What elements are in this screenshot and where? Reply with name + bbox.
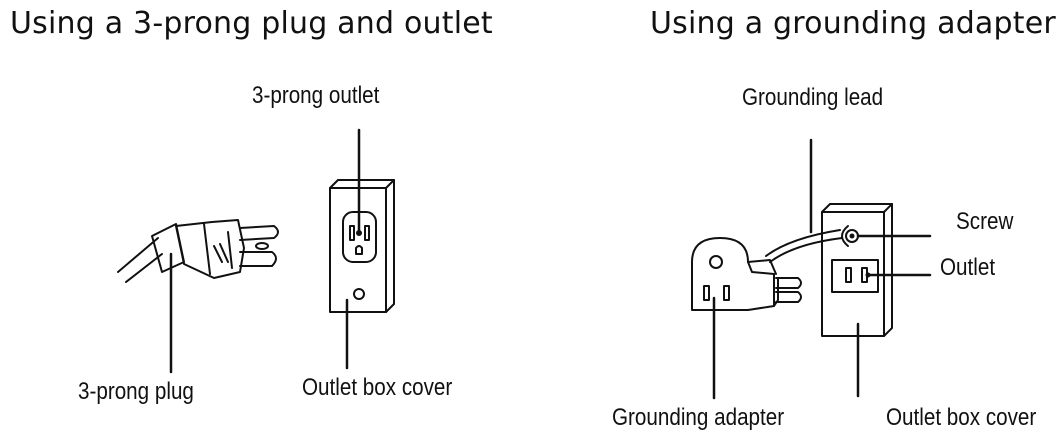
label-outlet: Outlet — [940, 254, 996, 281]
leader-dot-outlet-right — [865, 272, 871, 278]
right-outlet-box-cover — [821, 203, 893, 337]
plug-grip-lines — [213, 243, 229, 263]
plug-upper-prong — [239, 225, 279, 241]
label-outlet-box-cover-left: Outlet box cover — [302, 374, 453, 401]
left-receptacle-ground-hole — [355, 245, 363, 255]
left-receptacle-slot-left — [349, 225, 355, 241]
label-screw: Screw — [956, 208, 1014, 235]
grounding-lead-loop — [841, 225, 849, 247]
plug-body-seam — [203, 223, 211, 275]
label-3-prong-outlet: 3-prong outlet — [252, 82, 380, 109]
right-panel-title: Using a grounding adapter — [650, 6, 1056, 41]
plug-body — [175, 219, 245, 279]
adapter-ground-hole — [709, 255, 723, 269]
plug-body-seam-2 — [227, 231, 233, 269]
left-receptacle-slot-right — [364, 225, 370, 241]
label-grounding-lead: Grounding lead — [742, 84, 884, 111]
label-outlet-box-cover-right: Outlet box cover — [886, 404, 1037, 431]
left-cover-edge — [329, 179, 395, 313]
plug-lower-prong — [239, 251, 277, 267]
grounding-lead-wire — [765, 229, 841, 257]
grounding-lead-wire-2 — [769, 237, 843, 263]
adapter-slot-right — [723, 285, 730, 301]
left-panel-title: Using a 3-prong plug and outlet — [10, 6, 493, 41]
plug-ground-pin — [255, 242, 269, 250]
adapter-slot-left — [703, 285, 710, 301]
adapter-side — [747, 259, 777, 275]
right-receptacle-slot-left — [845, 267, 852, 283]
plug-cord-bottom — [125, 253, 163, 283]
label-grounding-adapter: Grounding adapter — [612, 404, 785, 431]
grounding-adapter-illustration — [691, 229, 843, 311]
leader-dot-screw — [849, 233, 855, 239]
left-cover-screw — [353, 288, 365, 300]
leader-dot-outlet — [356, 230, 362, 236]
plug-strain-relief — [151, 223, 185, 273]
plug-cord-top — [117, 237, 159, 273]
label-3-prong-plug: 3-prong plug — [78, 378, 194, 405]
3-prong-plug-illustration — [117, 219, 279, 283]
adapter-prong-bottom — [775, 291, 802, 303]
left-outlet-box-cover — [329, 179, 395, 313]
adapter-prong-top — [775, 277, 802, 289]
leader-lines — [169, 128, 932, 400]
